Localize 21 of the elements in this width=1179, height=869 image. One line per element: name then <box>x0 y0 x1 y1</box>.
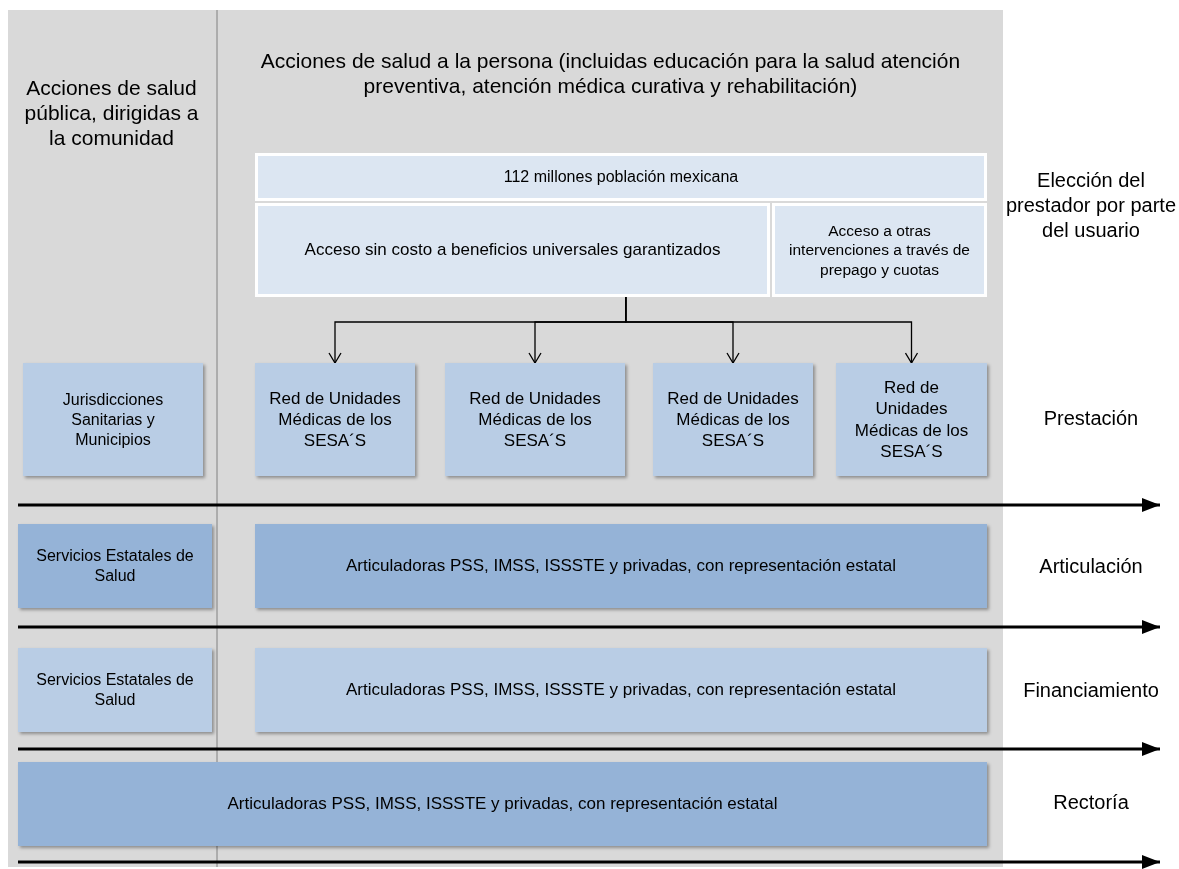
row-label: Prestación <box>1042 405 1140 431</box>
articulator-box: Articuladoras PSS, IMSS, ISSSTE y privadas, con representación estatal <box>255 648 987 732</box>
row-label: Articulación <box>1038 553 1144 579</box>
row-label: Financiamiento <box>1022 677 1160 703</box>
articulator-box: Articuladoras PSS, IMSS, ISSSTE y privadas, con representación estatal <box>255 524 987 608</box>
column-heading: Acciones de salud a la persona (incluidas educación para la salud atención preventiva, atención médica curativa y rehabilitación) <box>259 47 962 99</box>
state-services-box: Servicios Estatales de Salud <box>18 648 212 732</box>
articulator-box: Articuladoras PSS, IMSS, ISSSTE y privadas, con representación estatal <box>18 762 987 846</box>
arrow <box>625 296 919 364</box>
jurisdiction-box: Jurisdicciones Sanitarias y Municipios <box>23 363 203 476</box>
population-box: 112 millones población mexicana <box>255 153 987 201</box>
row-label: Elección del prestador por parte del usuario <box>1004 167 1178 243</box>
access-box: Acceso sin costo a beneficios universales garantizados <box>255 203 770 297</box>
column-heading: Acciones de salud pública, dirigidas a la comunidad <box>23 75 200 151</box>
network-box: Red de Unidades Médicas de los SESA´S <box>445 363 625 476</box>
state-services-box: Servicios Estatales de Salud <box>18 524 212 608</box>
network-box: Red de Unidades Médicas de los SESA´S <box>836 363 987 476</box>
network-box: Red de Unidades Médicas de los SESA´S <box>255 363 415 476</box>
network-box: Red de Unidades Médicas de los SESA´S <box>653 363 813 476</box>
row-label: Rectoría <box>1052 789 1130 815</box>
access-box: Acceso a otras intervenciones a través de prepago y cuotas <box>772 203 987 297</box>
